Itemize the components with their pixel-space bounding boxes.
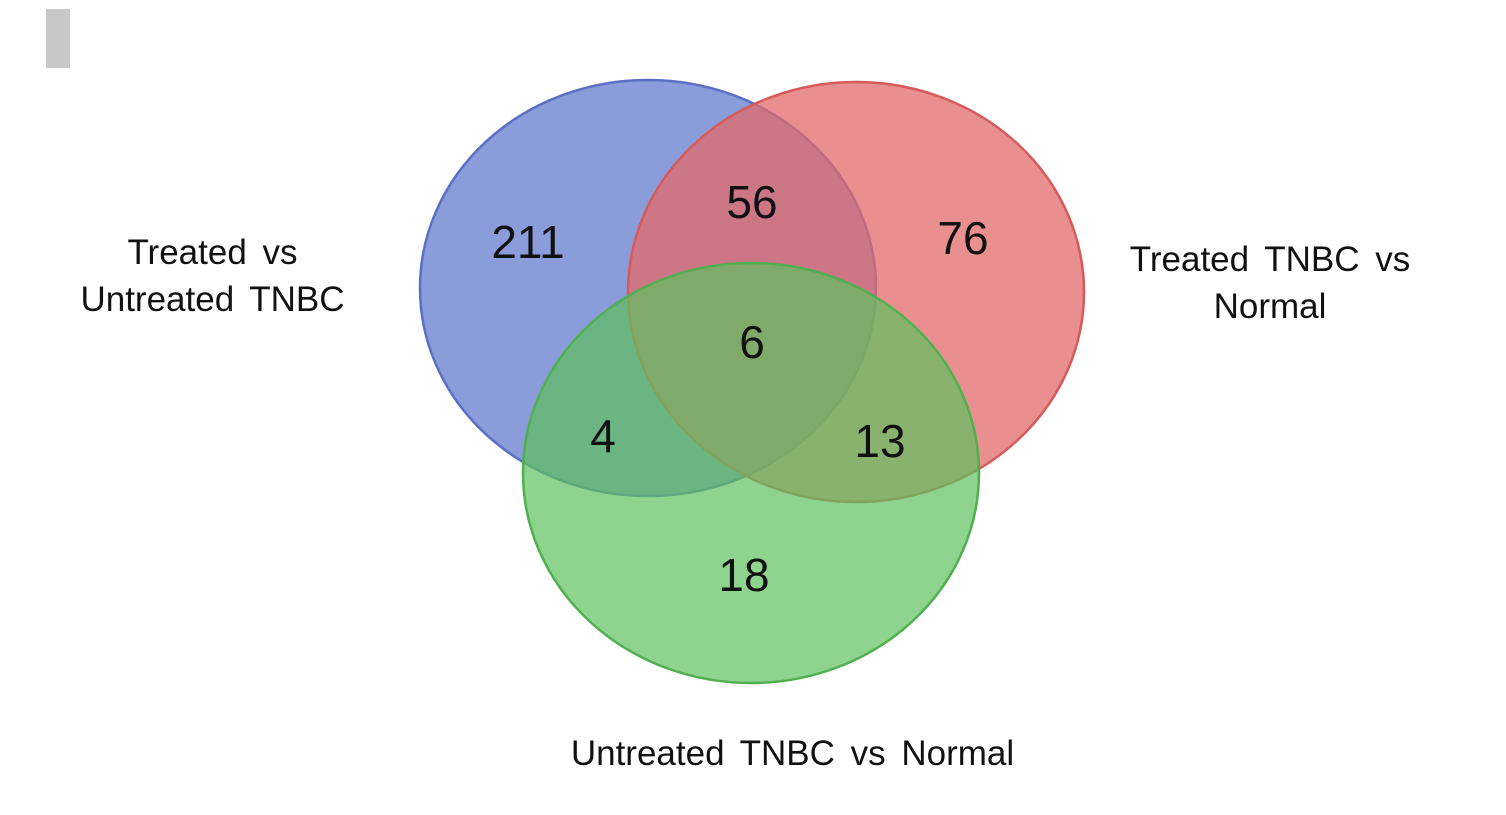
set-c-label: Untreated TNBC vs Normal: [520, 730, 1065, 777]
count-c-only: 18: [718, 549, 769, 601]
count-ab: 56: [726, 176, 777, 228]
count-abc: 6: [739, 316, 765, 368]
set-b-label: Treated TNBC vs Normal: [1095, 236, 1445, 330]
set-b-label-line2: Normal: [1213, 287, 1327, 326]
count-b-only: 76: [937, 212, 988, 264]
corner-bar: [46, 9, 70, 68]
count-a-only: 211: [491, 216, 564, 268]
set-a-label-line1: Treated vs: [127, 233, 298, 272]
set-a-label: Treated vs Untreated TNBC: [40, 229, 385, 323]
set-b-label-line1: Treated TNBC vs: [1129, 240, 1411, 279]
set-c-circle: [521, 261, 981, 685]
count-bc: 13: [854, 415, 905, 467]
set-a-label-line2: Untreated TNBC: [80, 280, 345, 319]
set-c-label-line1: Untreated TNBC vs Normal: [570, 734, 1015, 773]
count-ac: 4: [590, 410, 616, 462]
